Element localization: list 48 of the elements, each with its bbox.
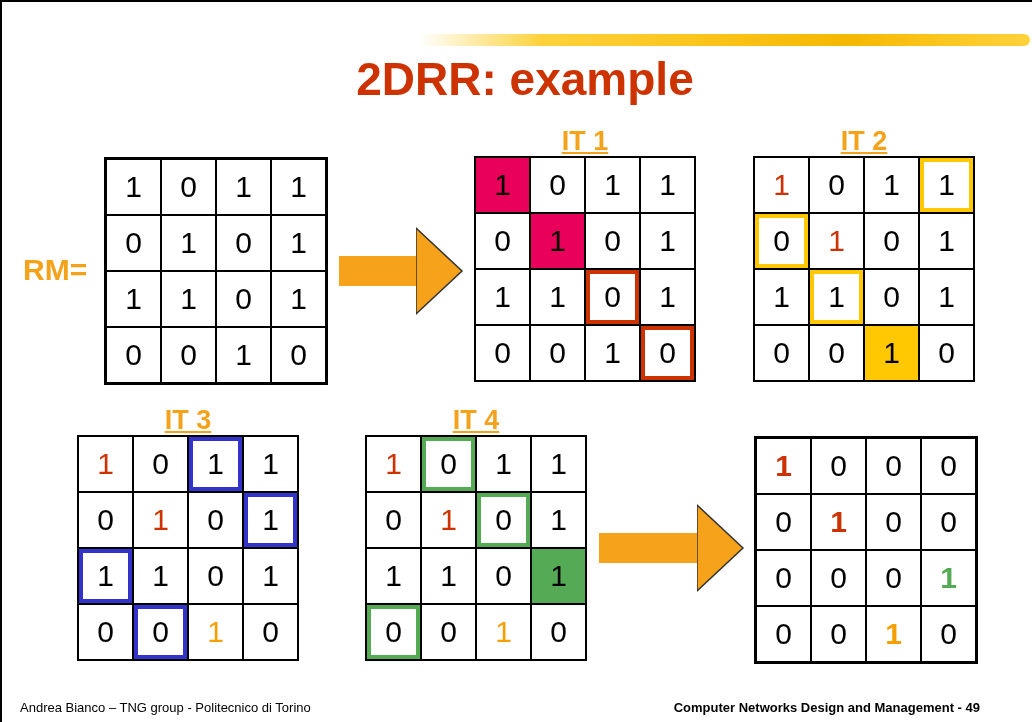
slide-title: 2DRR: example [355, 52, 695, 106]
matrix-cell: 1 [808, 268, 865, 326]
block-arrow [599, 504, 744, 592]
matrix-cell: 0 [420, 435, 477, 493]
matrix-cell: 0 [77, 603, 134, 661]
matrix-cell: 1 [753, 156, 810, 214]
matrix [755, 437, 977, 663]
matrix-label: RM= [23, 253, 88, 287]
matrix-cell: 0 [918, 324, 975, 382]
matrix-heading: IT 3 [163, 405, 213, 435]
matrix-cell: 1 [77, 547, 134, 605]
block-arrow [339, 227, 463, 315]
matrix-cell: 1 [530, 435, 587, 493]
matrix-cell: 1 [365, 435, 422, 493]
matrix-cell: 1 [105, 158, 162, 216]
matrix-cell: 1 [863, 324, 920, 382]
matrix-cell: 0 [270, 326, 327, 384]
matrix-heading: IT 2 [839, 126, 889, 156]
matrix-cell: 1 [270, 158, 327, 216]
matrix-cell: 1 [639, 156, 696, 214]
matrix-cell: 1 [755, 437, 812, 495]
matrix-cell: 0 [920, 437, 977, 495]
matrix-cell: 0 [530, 603, 587, 661]
matrix-cell: 1 [918, 156, 975, 214]
footer-text: Andrea Bianco – TNG group - Politecnico di Torino [20, 700, 312, 715]
matrix-cell: 0 [584, 268, 641, 326]
matrix [105, 158, 327, 384]
matrix-cell: 1 [77, 435, 134, 493]
matrix-cell: 0 [132, 603, 189, 661]
matrix-cell: 1 [187, 435, 244, 493]
matrix-cell: 0 [105, 326, 162, 384]
matrix-cell: 0 [474, 324, 531, 382]
matrix-cell: 1 [242, 435, 299, 493]
matrix-cell: 0 [365, 603, 422, 661]
matrix-cell: 1 [529, 212, 586, 270]
matrix-cell: 1 [530, 547, 587, 605]
matrix-heading: IT 1 [560, 126, 610, 156]
matrix-cell: 0 [753, 212, 810, 270]
matrix-cell: 0 [242, 603, 299, 661]
matrix-cell: 1 [474, 156, 531, 214]
matrix-cell: 0 [755, 605, 812, 663]
footer-text: Computer Networks Design and Management - 49 [672, 700, 980, 715]
matrix-cell: 1 [242, 491, 299, 549]
matrix-cell: 0 [920, 605, 977, 663]
matrix-cell: 0 [475, 491, 532, 549]
matrix-cell: 0 [639, 324, 696, 382]
matrix-cell: 0 [753, 324, 810, 382]
matrix-heading: IT 4 [451, 405, 501, 435]
